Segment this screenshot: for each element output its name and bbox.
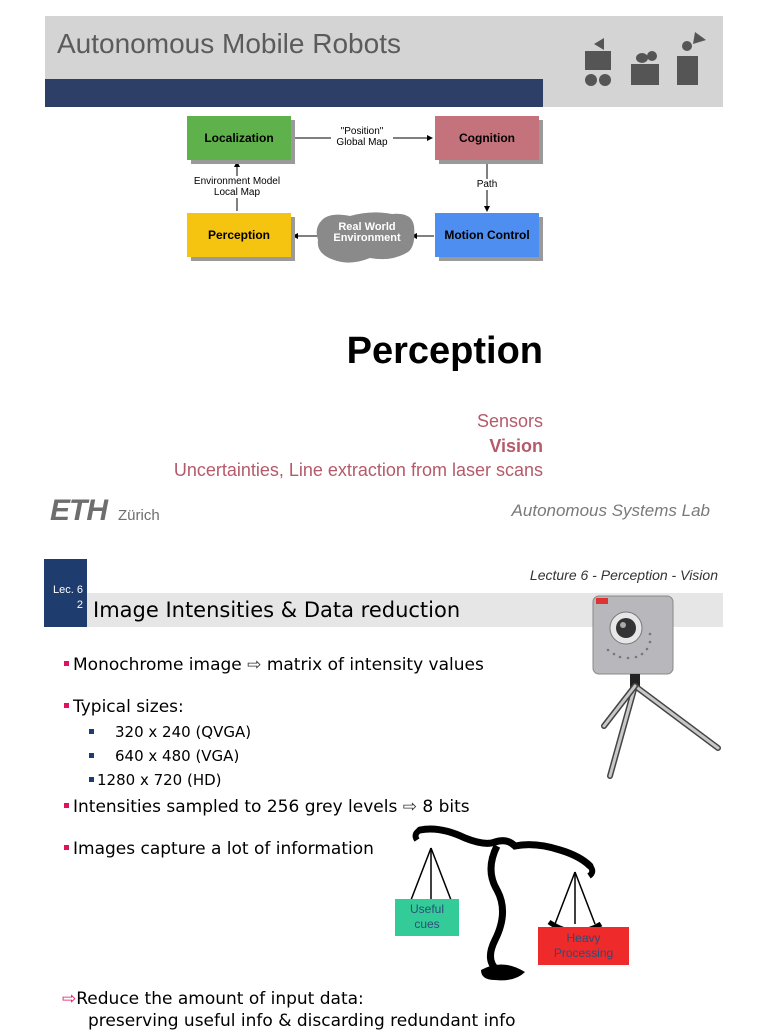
size-item: 320 x 240 (QVGA): [89, 723, 251, 741]
node-cognition: Cognition: [435, 116, 539, 160]
arrow-icon: ⇨: [247, 655, 262, 675]
robots-logo-icon: [585, 32, 706, 86]
node-perception: Perception: [187, 213, 291, 257]
real-world-cloud: [316, 212, 415, 263]
bullet-marker: [64, 703, 69, 708]
tag-heavy-processing: Heavy Processing: [538, 927, 629, 965]
topic-sensors: Sensors: [476, 411, 543, 431]
node-motion-control: Motion Control: [435, 213, 539, 257]
eth-logo: ETH: [50, 494, 108, 527]
edge-label-environment-model: Environment Model Local Map: [187, 176, 287, 198]
webcam-icon: [592, 595, 721, 779]
sub-bullet-marker: [89, 777, 94, 782]
arrow-icon: ⇨: [62, 989, 77, 1009]
edge-label-position: "Position" Global Map: [331, 126, 393, 148]
bullet-preserving: preserving useful info & discarding redu…: [88, 1011, 516, 1031]
topic-uncertainties: Uncertainties, Line extraction from lase…: [173, 460, 543, 480]
arrow-icon: ⇨: [402, 797, 417, 817]
header-title: Autonomous Mobile Robots: [57, 28, 401, 59]
node-real-world: Real World Environment: [333, 221, 401, 244]
tag-useful-cues: Useful cues: [395, 899, 459, 936]
page-title: Perception: [346, 330, 543, 372]
lecture-tab: Lec. 6 2: [44, 559, 87, 627]
sub-bullet-marker: [89, 753, 94, 758]
bullet-typical-sizes: Typical sizes:: [64, 697, 184, 717]
bullet-monochrome: Monochrome image ⇨ matrix of intensity v…: [64, 655, 484, 675]
lecture-reference: Lecture 6 - Perception - Vision: [529, 567, 718, 583]
slide2-title: Image Intensities & Data reduction: [93, 598, 461, 622]
bullet-intensities: Intensities sampled to 256 grey levels ⇨…: [64, 797, 470, 817]
edge-label-path: Path: [472, 179, 502, 190]
diagram-arrows: [234, 135, 490, 263]
bullet-marker: [64, 845, 69, 850]
eth-zurich-label: Zürich: [118, 507, 160, 524]
bullet-reduce: ⇨Reduce the amount of input data:: [62, 989, 364, 1009]
bullet-marker: [64, 661, 69, 666]
lab-name: Autonomous Systems Lab: [511, 501, 710, 520]
size-item: 640 x 480 (VGA): [89, 747, 239, 765]
size-item: 1280 x 720 (HD): [89, 771, 222, 789]
balance-scale-icon: [410, 825, 603, 981]
header-accent-bar: [45, 79, 543, 107]
bullet-marker: [64, 803, 69, 808]
sub-bullet-marker: [89, 729, 94, 734]
topic-vision: Vision: [489, 436, 543, 456]
bullet-capture: Images capture a lot of information: [64, 839, 374, 859]
node-localization: Localization: [187, 116, 291, 160]
